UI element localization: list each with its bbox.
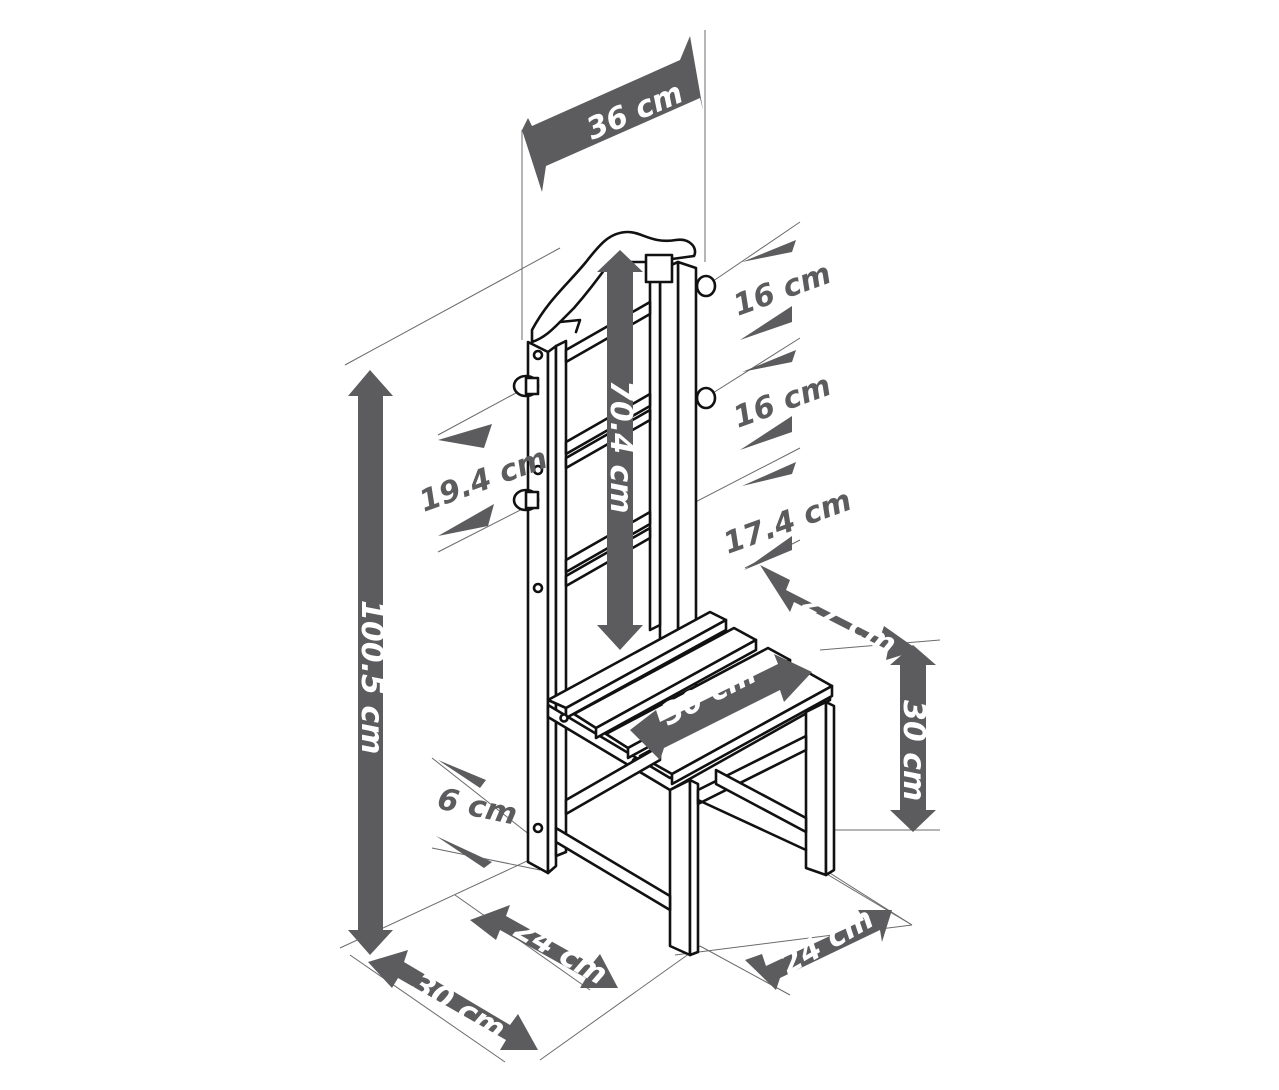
arrow-seat-width <box>630 654 812 760</box>
hook <box>695 386 717 410</box>
arrow-hook-upper-bottom <box>740 306 792 340</box>
arrow-hook-left-bottom <box>438 504 494 536</box>
arrow-seat-height <box>890 645 936 832</box>
arrow-top-width <box>522 36 703 192</box>
label-base-inner-left: 24 cm <box>508 912 613 993</box>
hook <box>695 274 717 298</box>
label-bottom-gap: 6 cm <box>434 782 520 833</box>
dimension-arrows <box>348 36 936 1050</box>
stretcher <box>554 826 672 912</box>
arrow-hook-lower-top <box>742 462 796 486</box>
arrow-bottom-gap-top <box>438 760 486 788</box>
hook <box>512 374 540 398</box>
label-base-inner-right: 24 cm <box>775 901 880 982</box>
chair-illustration <box>512 230 836 957</box>
arrow-back-height <box>597 250 643 650</box>
arrow-hook-middle-bottom <box>740 416 792 450</box>
arrow-hook-middle-top <box>742 350 796 372</box>
label-seat-depth-top: 27 cm <box>796 584 902 662</box>
arrow-base-inner-left <box>470 905 618 988</box>
arrow-hook-left-top <box>438 424 492 448</box>
arrow-base-outer <box>368 950 538 1050</box>
arrow-bottom-gap-bottom <box>436 836 492 868</box>
front-leg <box>804 700 828 877</box>
hook <box>512 488 540 512</box>
arrow-base-inner-right <box>745 910 892 990</box>
label-back-height: 70.4 cm <box>603 380 638 514</box>
label-base-outer: 30 cm <box>406 967 511 1048</box>
front-leg <box>668 778 692 957</box>
arrow-total-height <box>348 370 393 955</box>
arrow-seat-depth-top <box>760 565 918 660</box>
arrow-hook-lower-bottom <box>744 536 792 570</box>
left-back-post <box>526 340 550 875</box>
label-seat-height: 30 cm <box>896 700 931 801</box>
arrow-hook-upper-top <box>742 240 796 262</box>
label-total-height: 100.5 cm <box>354 600 389 754</box>
